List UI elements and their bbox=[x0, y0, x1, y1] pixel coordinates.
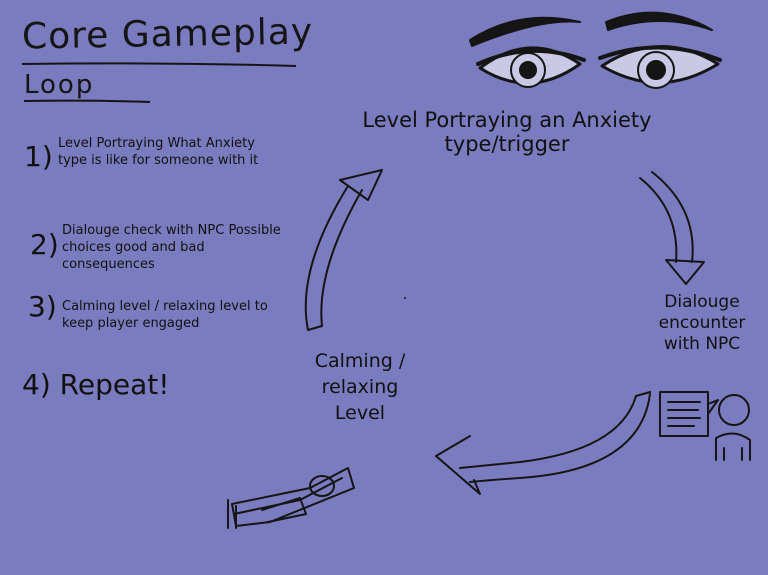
arrow-top-to-right bbox=[639, 171, 705, 285]
step-4-repeat: 4) Repeat! bbox=[22, 368, 170, 401]
arrow-left-to-top bbox=[304, 169, 383, 331]
cycle-left-label: Calming / relaxing Level bbox=[314, 350, 406, 424]
step-3-number: 3) bbox=[28, 290, 57, 323]
npc-dialogue-icon bbox=[659, 391, 751, 461]
lying-person-icon bbox=[227, 467, 355, 529]
step-1-number: 1) bbox=[24, 140, 53, 173]
cycle-right-label: Dialouge encounter with NPC bbox=[658, 292, 746, 354]
cycle-top-label: Level Portraying an Anxiety type/trigger bbox=[362, 108, 652, 156]
arrow-right-to-left bbox=[435, 391, 651, 495]
step-2-number: 2) bbox=[30, 228, 59, 261]
step-1-text: Level Portraying What Anxiety type is li… bbox=[58, 136, 259, 168]
step-3-text: Calming level / relaxing level to keep p… bbox=[62, 299, 268, 331]
eyes-icon bbox=[469, 11, 722, 89]
stray-dot bbox=[404, 297, 406, 299]
title-line2: Loop bbox=[24, 70, 95, 100]
step-2-text: Dialouge check with NPC Possible choices… bbox=[62, 223, 281, 272]
